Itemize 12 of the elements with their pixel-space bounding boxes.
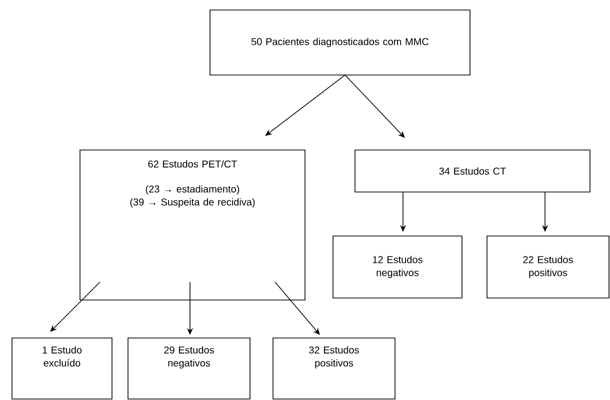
process-box: 1 Estudo excluído <box>12 338 112 400</box>
arrow <box>344 74 405 138</box>
arrow <box>274 282 320 335</box>
arrow <box>265 74 346 136</box>
process-box: 34 Estudos CT <box>354 150 590 192</box>
process-box: 50 Pacientes diagnosticados com MMC <box>210 10 470 76</box>
process-box: 12 Estudos negativos <box>332 236 462 298</box>
process-box: 29 Estudos negativos <box>128 338 250 400</box>
process-box: 22 Estudos positivos <box>486 236 610 298</box>
process-box: 62 Estudos PET/CT (23 → estadiamento) (39 → Suspeita de recidiva) <box>80 150 306 300</box>
arrow <box>50 282 100 332</box>
process-box: 32 Estudos positivos <box>272 338 396 400</box>
